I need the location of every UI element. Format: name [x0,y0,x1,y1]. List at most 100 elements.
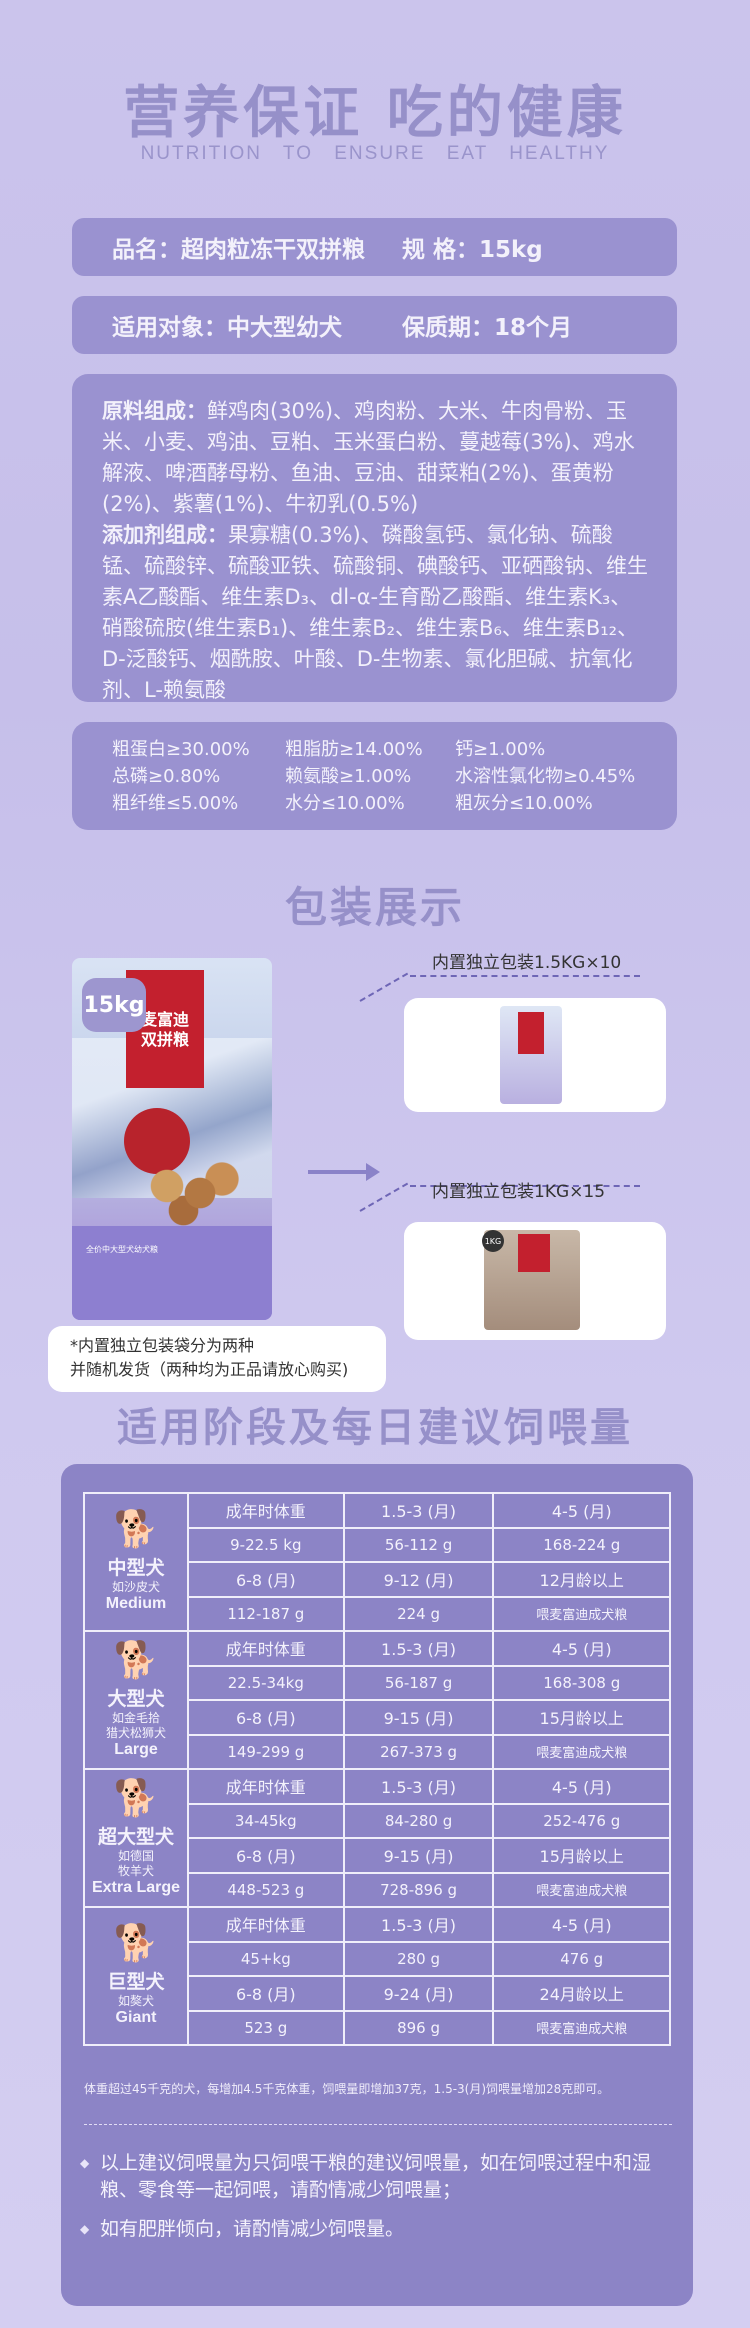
table-cell: 15月龄以上 [492,1837,671,1874]
list-item: 以上建议饲喂量为只饲喂干粮的建议饲喂量，如在饲喂过程中和湿粮、零食等一起饲喂，请… [80,2150,670,2204]
dog-type-en: Extra Large [91,1878,181,1896]
table-cell: 6-8 (月) [187,1699,345,1736]
dog-silhouette-icon: 🐕 [113,1639,159,1681]
table-cell: 4-5 (月) [492,1492,671,1529]
table-cell: 喂麦富迪成犬粮 [492,1595,671,1632]
table-cell: 56-112 g [342,1526,495,1563]
product-bag-image: 麦富迪 双拼粮 全价中大型犬幼犬粮 [72,958,272,1320]
feeding-table: 🐕 中型犬 如沙皮犬 Medium 成年时体重 1.5-3 (月) 4-5 (月… [83,1492,671,2046]
table-cell: 34-45kg [187,1802,345,1839]
table-cell: 9-12 (月) [342,1561,495,1598]
product-target: 适用对象：中大型幼犬 [112,315,342,341]
product-info-row-2: 适用对象：中大型幼犬 保质期：18个月 [72,296,677,354]
table-row: 6-8 (月)9-12 (月)12月龄以上 [84,1561,671,1598]
table-cell: 267-373 g [342,1733,495,1770]
table-cell: 4-5 (月) [492,1906,671,1943]
packaging-note-line-2: 并随机发货（两种均为正品请放心购买) [70,1360,349,1379]
table-cell: 168-308 g [492,1664,671,1701]
nutrient-box: 粗蛋白≥30.00% 粗脂肪≥14.00% 钙≥1.00% 总磷≥0.80% 赖… [72,722,677,830]
nutrient-item: 水溶性氯化物≥0.45% [455,766,636,787]
table-cell: 喂麦富迪成犬粮 [492,1733,671,1770]
table-cell: 成年时体重 [187,1492,345,1529]
bag-bottom-band [72,1226,272,1320]
table-cell: 56-187 g [342,1664,495,1701]
table-cell: 252-476 g [492,1802,671,1839]
table-cell: 1.5-3 (月) [342,1492,495,1529]
table-cell: 45+kg [187,1940,345,1977]
inner-pack-2-image [484,1230,580,1330]
dog-type-desc: 如獒犬 [117,1994,154,2008]
raw-material-text: 鲜鸡肉(30%)、鸡肉粉、大米、牛肉骨粉、玉米、小麦、鸡油、豆粕、玉米蛋白粉、蔓… [102,399,635,516]
inner-pack-2-label: 内置独立包装1KG×15 [432,1182,606,1202]
nutrient-item: 钙≥1.00% [455,739,546,760]
table-row: 6-8 (月)9-15 (月)15月龄以上 [84,1837,671,1874]
table-row: 6-8 (月)9-15 (月)15月龄以上 [84,1699,671,1736]
table-row: 🐕 大型犬 如金毛拾 猎犬松狮犬 Large 成年时体重 1.5-3 (月) 4… [83,1630,671,1770]
dashed-connector [359,1182,409,1212]
inner-pack-2-card: 1KG [404,1222,666,1340]
nutrient-row: 粗蛋白≥30.00% 粗脂肪≥14.00% 钙≥1.00% [112,736,677,763]
nutrient-item: 赖氨酸≥1.00% [285,766,412,787]
table-cell: 成年时体重 [187,1768,345,1805]
dog-type-name: 中型犬 [107,1557,165,1579]
table-cell: 喂麦富迪成犬粮 [492,2009,671,2046]
inner-pack-1-label: 内置独立包装1.5KG×10 [432,953,622,973]
product-name: 品名：超肉粒冻干双拼粮 [112,237,365,263]
table-cell: 9-22.5 kg [187,1526,345,1563]
packaging-title: 包装展示 [284,883,465,932]
dog-type-en: Large [114,1740,158,1758]
bag-brand-text: 麦富迪 双拼粮 [140,1010,189,1049]
packaging-note-line-1: *内置独立包装袋分为两种 [70,1336,255,1355]
dog-type-cell: 🐕 超大型犬 如德国 牧羊犬 Extra Large [83,1768,189,1908]
dog-silhouette-icon: 🐕 [113,1777,159,1819]
table-cell: 12月龄以上 [492,1561,671,1598]
product-spec: 规 格：15kg [402,237,543,263]
dog-type-name: 超大型犬 [97,1825,174,1848]
table-cell: 6-8 (月) [187,1975,345,2012]
dog-type-cell: 🐕 中型犬 如沙皮犬 Medium [83,1492,189,1632]
table-cell: 149-299 g [187,1733,345,1770]
additive-title: 添加剂组成： [102,523,228,547]
feeding-title: 适用阶段及每日建议饲喂量 [117,1405,633,1451]
table-cell: 24月龄以上 [492,1975,671,2012]
feeding-tips: 以上建议饲喂量为只饲喂干粮的建议饲喂量，如在饲喂过程中和湿粮、零食等一起饲喂，请… [80,2150,670,2255]
table-cell: 6-8 (月) [187,1561,345,1598]
nutrient-item: 总磷≥0.80% [112,766,221,787]
dog-type-cell: 🐕 巨型犬 如獒犬 Giant [83,1906,189,2046]
nutrient-row: 总磷≥0.80% 赖氨酸≥1.00% 水溶性氯化物≥0.45% [112,763,677,790]
dog-type-cell: 🐕 大型犬 如金毛拾 猎犬松狮犬 Large [83,1630,189,1770]
dog-silhouette-icon: 🐕 [113,1923,159,1964]
table-cell: 4-5 (月) [492,1768,671,1805]
table-cell: 476 g [492,1940,671,1977]
dog-type-name: 巨型犬 [107,1971,165,1993]
table-cell: 喂麦富迪成犬粮 [492,1871,671,1908]
table-cell: 224 g [342,1595,495,1632]
dog-type-name: 大型犬 [107,1687,165,1710]
feeding-footnote: 体重超过45千克的犬，每增加4.5千克体重，饲喂量即增加37克，1.5-3(月)… [84,2082,610,2096]
table-cell: 168-224 g [492,1526,671,1563]
weight-badge: 15kg [82,978,146,1032]
nutrient-item: 粗蛋白≥30.00% [112,739,250,760]
table-cell: 896 g [342,2009,495,2046]
arrow-head-icon [366,1163,380,1181]
bag-bottom-text: 全价中大型犬幼犬粮 [86,1245,158,1254]
table-cell: 9-15 (月) [342,1699,495,1736]
table-cell: 15月龄以上 [492,1699,671,1736]
table-cell: 1.5-3 (月) [342,1906,495,1943]
table-cell: 523 g [187,2009,345,2046]
table-cell: 22.5-34kg [187,1664,345,1701]
packaging-note: *内置独立包装袋分为两种 并随机发货（两种均为正品请放心购买) [48,1326,386,1392]
divider [84,2124,672,2125]
table-row: 6-8 (月)9-24 (月)24月龄以上 [84,1975,671,2012]
nutrient-item: 粗脂肪≥14.00% [285,739,423,760]
dog-type-desc: 如德国 牧羊犬 [117,1848,154,1878]
table-row: 🐕 超大型犬 如德国 牧羊犬 Extra Large 成年时体重 1.5-3 (… [83,1768,671,1908]
inner-pack-1-image [500,1006,562,1104]
dashed-connector [410,1185,640,1187]
raw-material-title: 原料组成： [102,399,207,423]
